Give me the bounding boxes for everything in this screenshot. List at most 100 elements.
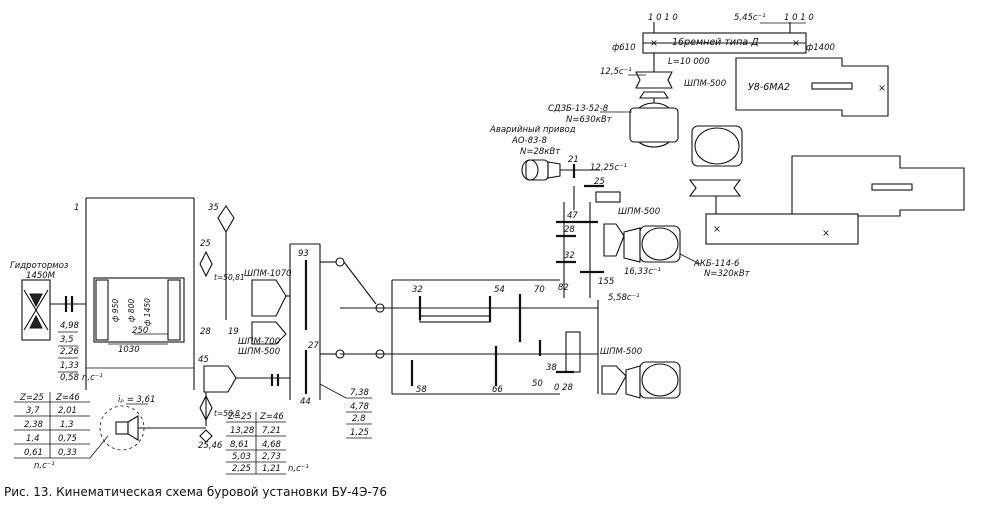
motor-outline: [641, 227, 679, 261]
cell: 0,61: [24, 448, 43, 458]
leader: [679, 253, 701, 265]
pump-body: [735, 57, 889, 117]
leader: [89, 435, 109, 459]
output-sprocket: [565, 331, 581, 373]
leader: [319, 383, 347, 399]
motor-end: [521, 159, 539, 181]
motor-power: N=630кВт: [566, 115, 613, 125]
gear-label: 82: [558, 283, 569, 293]
diameter-left: ф610: [612, 43, 636, 53]
gear-label: 93: [298, 249, 309, 259]
cell: 7,21: [262, 426, 281, 436]
gear-label: 155: [598, 277, 614, 287]
table-unit: n,с⁻¹: [288, 464, 309, 474]
akb-name: АКБ-114-6: [693, 259, 740, 269]
gear-label: 25: [200, 239, 211, 249]
gear-label: 28: [200, 327, 211, 337]
motor: [639, 361, 681, 399]
diameter-1450: ф 1450: [143, 298, 152, 326]
gear-label: 0 28: [554, 383, 574, 393]
ratio-ip: iₚ = 3,61: [118, 395, 155, 405]
drum-flange: [95, 279, 109, 341]
gear-label: 70: [534, 285, 545, 295]
transmission: 47 28 32 82 155 ШПМ-500 16,33с⁻¹ АКБ-114…: [335, 191, 751, 399]
gear-label: 66: [492, 385, 503, 395]
sprocket: [375, 303, 385, 313]
drum-speed: 1,33: [60, 361, 79, 371]
cell: 4,68: [262, 440, 282, 450]
motor-outline: [641, 363, 679, 397]
belt-label: 16ремней типа Д: [672, 37, 759, 48]
drum-speed: 3,5: [60, 335, 74, 345]
cell: 2,01: [58, 406, 77, 416]
speed-label: 12,25с⁻¹: [590, 163, 627, 173]
speed-table-mid: Z=25 Z=46 13,28 7,21 8,61 4,68 5,03 2,73…: [226, 412, 309, 475]
shift-bar: [419, 315, 491, 323]
brake-title: Гидротормоз: [10, 261, 69, 271]
sprocket: [335, 257, 345, 267]
dim-label: 250: [132, 326, 148, 336]
belt-sheave-block: [705, 213, 859, 245]
gear-label: 45: [198, 355, 209, 365]
col-header: Z=46: [55, 393, 80, 403]
col-header: Z=25: [227, 412, 252, 422]
main-motor: СДЗБ-13-52-8 N=630кВт: [548, 102, 679, 148]
col-header: Z=25: [19, 393, 44, 403]
gear-label: 28: [564, 225, 575, 235]
drawworks: 1 35 25 t=50,81 ф 950 ф 800 ф 1450 1030 …: [10, 197, 336, 451]
brake-mark: [29, 293, 43, 308]
clutch-shpm-1070: [251, 279, 287, 317]
speed-table-right: 7,38 4,78 2,8 1,25: [319, 383, 372, 439]
clutch-shpm-500: [203, 365, 237, 393]
motor-frame: [629, 107, 679, 143]
belt-length: L=10 000: [668, 57, 710, 67]
figure-caption: Рис. 13. Кинематическая схема буровой ус…: [4, 485, 388, 499]
clutch-label: ШПМ-500: [238, 347, 280, 357]
gear-label: 47: [567, 211, 578, 221]
clutch-label: ШПМ-500: [618, 207, 660, 217]
gear-label: 32: [564, 251, 575, 261]
motor-body: [691, 125, 743, 167]
cell: 2,73: [262, 452, 281, 462]
speed-table-left: Z=25 Z=46 3,7 2,01 2,38 1,3 1,4 0,75 0,6…: [14, 392, 109, 471]
cross-mark: ×: [713, 224, 721, 235]
col-header: Z=46: [259, 412, 284, 422]
belt-drive: 1 0 1 0 1 0 1 0 × × 16ремней типа Д ф610…: [600, 13, 889, 117]
cell: 1,3: [60, 420, 74, 430]
sprocket-diamond: [199, 250, 213, 278]
cell: 3,7: [26, 406, 40, 416]
motor-name: СДЗБ-13-52-8: [548, 104, 609, 114]
diameter-800: ф 800: [127, 299, 136, 322]
second-pump-set: × ×: [688, 125, 965, 245]
gear-label: 35: [208, 203, 219, 213]
sprocket-diamond: [199, 429, 213, 443]
gear-label: 32: [412, 285, 423, 295]
sprocket: [375, 349, 385, 359]
chain: [343, 261, 377, 305]
motor-outline: [694, 127, 740, 165]
speed-label: 16,33с⁻¹: [624, 267, 661, 277]
coupling: [625, 365, 641, 399]
pump-shaft: [871, 183, 913, 191]
rotor-gear: [127, 415, 139, 441]
cell: 1,4: [26, 434, 40, 444]
clutch-label: ШПМ-500: [600, 347, 642, 357]
cell: 13,28: [230, 426, 255, 436]
emergency-name: АО-83-8: [511, 136, 547, 146]
gear-label: 19: [228, 327, 239, 337]
winch-drum: [93, 277, 185, 343]
cell: 2,8: [352, 414, 366, 424]
clutch-label: ШПМ-1070: [244, 269, 292, 279]
shaft-label: 1: [74, 203, 79, 213]
cell: 5,03: [232, 452, 251, 462]
emergency-drive: Аварийный привод АО-83-8 N=28кВт 21 12,2…: [489, 125, 627, 210]
brake-model: 1450М: [26, 271, 56, 281]
cell: 7,38: [350, 388, 370, 398]
io-label: 1 0 1 0: [784, 13, 814, 23]
speed-top: 5,45с⁻¹: [734, 13, 766, 23]
pump-label: У8-6МА2: [748, 82, 790, 93]
gear-label: 54: [494, 285, 505, 295]
cross-mark: ×: [650, 38, 658, 49]
sprocket-diamond: [199, 394, 213, 422]
pump-shaft: [811, 82, 853, 90]
